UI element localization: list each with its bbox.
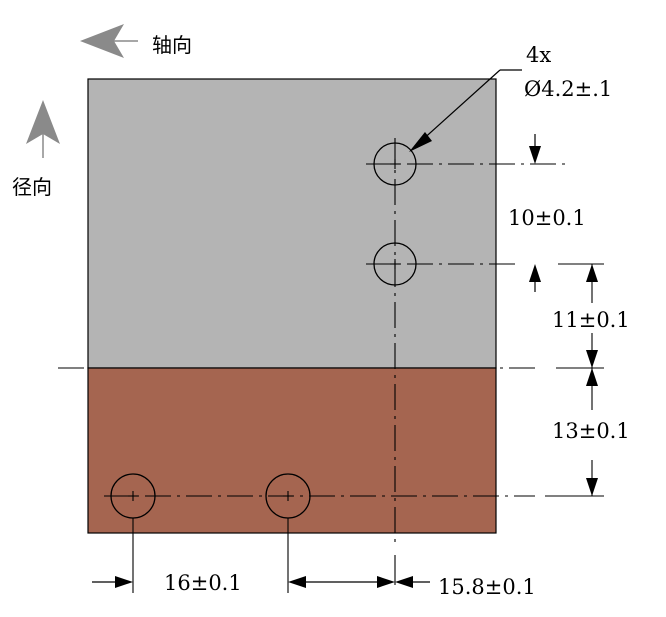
radial-arrow-icon — [26, 100, 60, 158]
dim-13-arrows — [586, 368, 598, 496]
hole-callout-leader — [409, 69, 522, 152]
dim-11-label: 11±0.1 — [552, 308, 630, 332]
dim-13-label: 13±0.1 — [552, 419, 630, 443]
callout-diameter: Ø4.2±.1 — [524, 77, 612, 101]
upper-block — [87, 78, 497, 369]
dim-15-8-label: 15.8±0.1 — [438, 575, 536, 599]
dim-16-label: 16±0.1 — [164, 571, 242, 595]
dim-10-arrows — [529, 134, 541, 292]
dim-10-label: 10±0.1 — [508, 206, 586, 230]
dim-16-arrows — [92, 576, 430, 588]
hole-upper-1 — [373, 142, 417, 186]
axial-label: 轴向 — [152, 33, 192, 57]
callout-count: 4x — [526, 43, 551, 67]
lower-block — [87, 367, 497, 534]
hole-upper-2 — [373, 242, 417, 286]
axial-arrow-icon — [80, 24, 138, 58]
radial-label: 径向 — [12, 175, 52, 199]
